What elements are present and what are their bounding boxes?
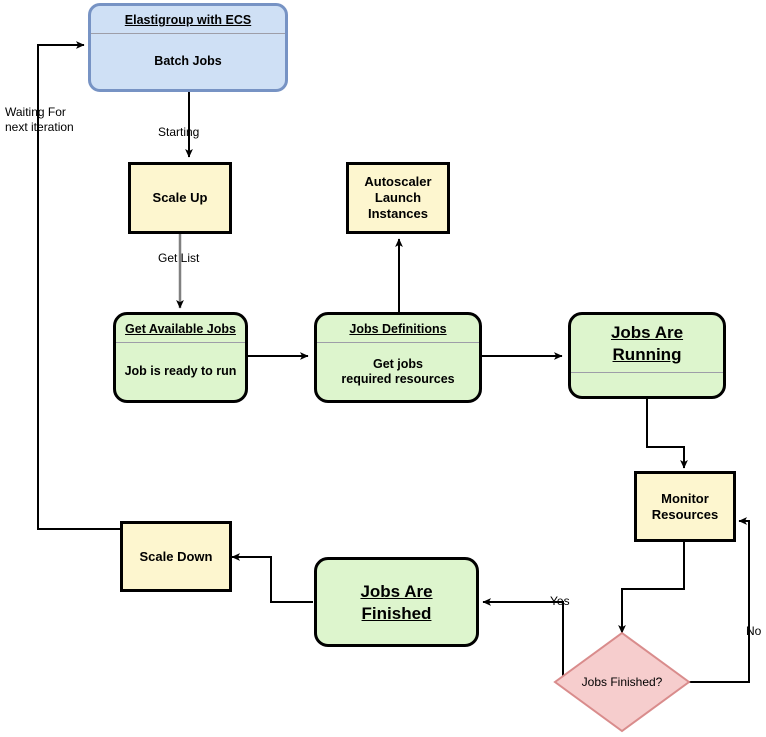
node-scale-down[interactable]: Scale Down	[120, 521, 232, 592]
edge-monitor-to-decision	[618, 542, 685, 634]
autoscaler-label: Autoscaler Launch Instances	[364, 174, 432, 221]
edge-label-yes: Yes	[550, 594, 570, 608]
node-jobs-definitions[interactable]: Jobs Definitions Get jobs required resou…	[314, 312, 482, 403]
elastigroup-body: Batch Jobs	[154, 54, 222, 68]
jobs-are-running-header: Jobs Are Running	[610, 323, 684, 364]
node-monitor-resources[interactable]: Monitor Resources	[634, 471, 736, 542]
scale-down-label: Scale Down	[139, 548, 213, 564]
edge-label-no: No	[746, 624, 762, 638]
jobs-are-running-divider	[571, 372, 723, 373]
node-scale-up[interactable]: Scale Up	[128, 162, 232, 234]
node-jobs-are-running[interactable]: Jobs Are Running	[568, 312, 726, 399]
get-available-jobs-divider	[116, 342, 245, 343]
decision-label: Jobs Finished?	[581, 675, 663, 689]
get-available-jobs-header: Get Available Jobs	[125, 322, 236, 336]
jobs-are-finished-header: Jobs Are Finished	[360, 581, 433, 623]
scale-up-label: Scale Up	[152, 190, 208, 205]
edge-label-starting: Starting	[158, 125, 200, 139]
jobs-are-running-body	[571, 373, 723, 396]
node-elastigroup-with-ecs[interactable]: Elastigroup with ECS Batch Jobs	[88, 3, 288, 92]
get-available-jobs-body: Job is ready to run	[124, 364, 237, 378]
elastigroup-divider	[91, 33, 285, 34]
edge-jobsfinished-to-scaledown	[231, 553, 313, 603]
edge-decision-yes-to-jobsfinished	[482, 598, 564, 682]
node-decision-jobs-finished[interactable]: Jobs Finished?	[552, 630, 692, 734]
jobs-definitions-divider	[317, 342, 479, 343]
edge-decision-no-to-monitor	[684, 517, 750, 683]
jobs-definitions-header: Jobs Definitions	[349, 322, 447, 336]
node-get-available-jobs[interactable]: Get Available Jobs Job is ready to run	[113, 312, 248, 403]
decision-diamond-shape	[553, 631, 691, 733]
jobs-definitions-body: Get jobs required resources	[341, 356, 455, 386]
elastigroup-header: Elastigroup with ECS	[124, 13, 252, 27]
node-autoscaler-launch-instances[interactable]: Autoscaler Launch Instances	[346, 162, 450, 234]
edge-label-get-list: Get List	[158, 251, 200, 265]
edge-label-waiting-for-next-iteration: Waiting For next iteration	[5, 105, 74, 134]
monitor-resources-label: Monitor Resources	[651, 490, 719, 522]
edge-jobsrunning-to-monitor	[646, 399, 688, 469]
node-jobs-are-finished[interactable]: Jobs Are Finished	[314, 557, 479, 647]
